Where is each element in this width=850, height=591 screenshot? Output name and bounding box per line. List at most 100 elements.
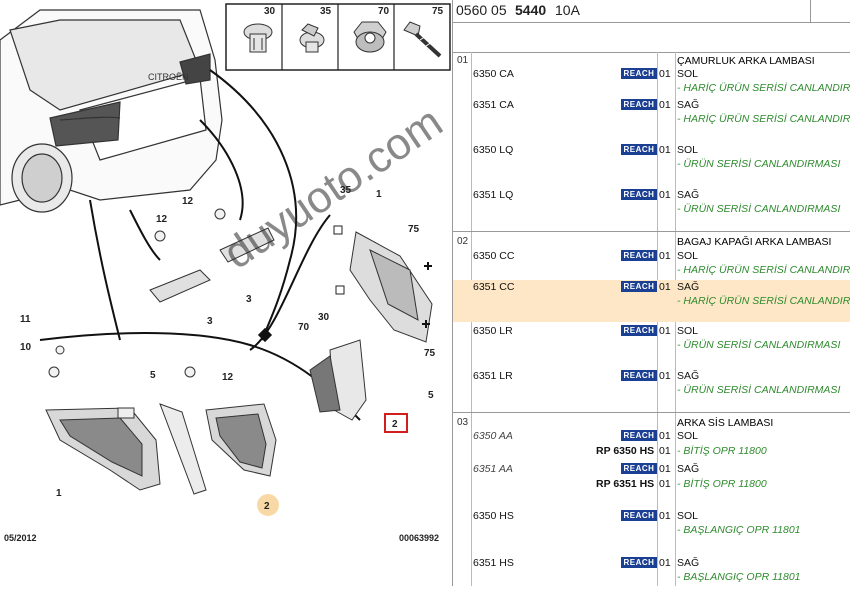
note: - ÜRÜN SERİSİ CANLANDIRMASI [677,203,841,215]
note: - BAŞLANGIÇ OPR 11801 [677,524,801,536]
fender-lamp-drawing [45,345,277,495]
note: - HARİÇ ÜRÜN SERİSİ CANLANDIRMA [677,82,850,94]
reach-badge: REACH [621,189,657,200]
side: SAĞ [677,370,700,382]
note: - ÜRÜN SERİSİ CANLANDIRMASI [677,158,841,170]
side: SAĞ [677,189,700,201]
reach-badge: REACH [621,463,657,474]
reach-badge: REACH [621,370,657,381]
fastener-70-icon [353,21,387,53]
note: - BİTİŞ OPR 11800 [677,478,767,490]
fastener-label: 70 [378,6,390,17]
fastener-legend: 30 35 70 75 [225,3,451,71]
side: SOL [677,510,699,522]
quantity: 01 [659,144,671,156]
fastener-label: 35 [320,6,332,17]
side: SAĞ [677,281,700,293]
callout-30: 30 [318,312,330,323]
part-callouts: 12 12 3 3 35 1 75 75 30 70 5 11 10 5 12 … [20,185,436,516]
note: - BAŞLANGIÇ OPR 11801 [677,571,801,583]
callout-3: 3 [246,294,252,305]
side: SOL [677,430,699,442]
part-number: 6350 CA [473,68,514,80]
callout-12: 12 [222,372,234,383]
quantity: 01 [659,189,671,201]
part-number: 6350 CC [473,250,515,262]
quantity: 01 [659,68,671,80]
part-number: 6351 CA [473,99,514,111]
part-number: 6350 AA [473,430,513,442]
reach-badge: REACH [621,510,657,521]
part-number: 6350 LR [473,325,513,337]
fastener-label: 75 [432,6,444,17]
quantity: 01 [659,510,671,522]
reference-header: 0560 05 5440 10A [453,0,850,23]
callout-35: 35 [340,185,352,196]
ref-prefix: 0560 05 [456,2,507,18]
note: - HARİÇ ÜRÜN SERİSİ CANLANDIRMA [677,113,850,125]
callout-75: 75 [408,224,420,235]
note: - BİTİŞ OPR 11800 [677,445,767,457]
fastener-35-icon [299,23,325,53]
quantity: 01 [659,99,671,111]
reach-badge: REACH [621,281,657,292]
quantity: 01 [659,463,671,475]
part-number: 6351 CC [473,281,515,293]
svg-text:2: 2 [392,419,398,430]
reach-badge: REACH [621,99,657,110]
part-number: 6351 LR [473,370,513,382]
side: SOL [677,325,699,337]
replacement-part: RP 6350 HS [596,445,655,457]
callout-12: 12 [182,196,194,207]
callout-11: 11 [20,314,31,325]
part-number: 6350 HS [473,510,514,522]
quantity: 01 [659,325,671,337]
reach-badge: REACH [621,250,657,261]
group-number: 02 [457,236,469,247]
callout-12: 12 [156,214,168,225]
ref-suffix: 10A [555,2,580,18]
side: SOL [677,250,699,262]
part-number: 6351 LQ [473,189,514,201]
note: - ÜRÜN SERİSİ CANLANDIRMASI [677,339,841,351]
reach-badge: REACH [621,144,657,155]
note: - HARİÇ ÜRÜN SERİSİ CANLANDIRMA [677,295,850,307]
group-title: BAGAJ KAPAĞI ARKA LAMBASI [677,236,832,248]
diagram-date: 05/2012 [4,533,37,543]
svg-text:2: 2 [264,501,270,512]
group-title: ARKA SİS LAMBASI [677,417,774,429]
fastener-label: 30 [264,6,276,17]
tailgate-lamp-drawing [309,231,433,421]
quantity: 01 [659,478,671,490]
callout-5: 5 [428,390,434,401]
note: - HARİÇ ÜRÜN SERİSİ CANLANDIRMA [677,264,850,276]
group-title: ÇAMURLUK ARKA LAMBASI [677,55,815,67]
ref-bold: 5440 [515,2,547,18]
fog-lamp-drawing [149,208,275,303]
side: SOL [677,68,699,80]
quantity: 01 [659,445,671,457]
quantity: 01 [659,250,671,262]
diagram-code: 00063992 [399,533,440,543]
quantity: 01 [659,557,671,569]
callout-5: 5 [150,370,156,381]
quantity: 01 [659,370,671,382]
group-number: 01 [457,55,469,66]
reach-badge: REACH [621,68,657,79]
svg-text:CITROËN: CITROËN [148,72,189,82]
exploded-parts-diagram: 30 35 70 75 CITROËN [0,3,451,543]
callout-1: 1 [56,488,62,499]
quantity: 01 [659,430,671,442]
part-number: 6351 AA [473,463,513,475]
reach-badge: REACH [621,430,657,441]
fastener-30-icon [243,23,273,53]
callout-10: 10 [20,342,32,353]
reach-badge: REACH [621,557,657,568]
callout-2-marker: 2 [257,494,279,516]
diagram-drawing: 30 35 70 75 CITROËN [0,3,451,516]
side: SAĞ [677,557,700,569]
side: SAĞ [677,99,700,111]
reach-badge: REACH [621,325,657,336]
group-number: 03 [457,417,469,428]
car-body-drawing: CITROËN [0,9,223,213]
